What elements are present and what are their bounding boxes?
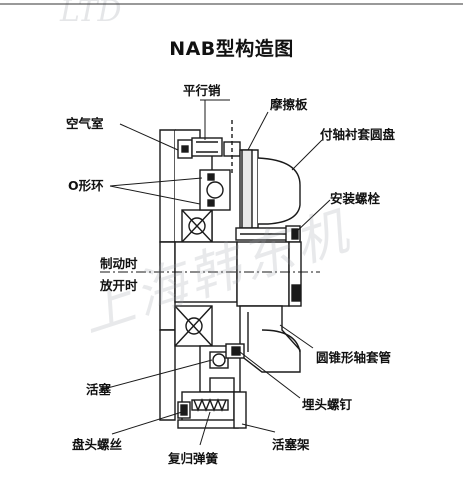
housing-lower [159,305,213,421]
label-return-spring: 复归弹簧 [168,451,219,466]
o-ring-block-upper [199,169,231,211]
label-piston: 活塞 [86,382,112,397]
label-pan-screw: 盘头螺丝 [72,437,123,452]
watermark-top: LTD [60,0,122,29]
piston-frame [233,391,247,429]
piston-block-lower [199,343,245,393]
label-air-chamber: 空气室 [66,116,104,131]
leader-lines [99,99,331,446]
label-taper-sleeve: 圆锥形轴套管 [316,350,392,365]
label-mount-bolt: 安装螺栓 [330,191,381,206]
diagram-title: NAB型构造图 [169,38,294,60]
upper-bearing [181,209,213,243]
label-piston-frame: 活塞架 [272,437,310,452]
label-parallel-pin: 平行销 [183,83,221,98]
label-set-screw: 埋头螺钉 [302,397,353,412]
parallel-pin [191,120,241,175]
shaft [100,241,320,331]
label-friction-plate: 摩擦板 [270,97,308,112]
pan-screw [177,401,191,419]
label-braking: 制动时 [100,256,138,271]
label-o-ring: O形环 [68,178,104,193]
mounting-bolt [235,225,301,243]
taper-sleeve [239,305,301,373]
label-hub-disc: 付轴衬套圆盘 [320,127,396,142]
friction-plate [239,149,301,229]
label-release: 放开时 [100,278,138,293]
